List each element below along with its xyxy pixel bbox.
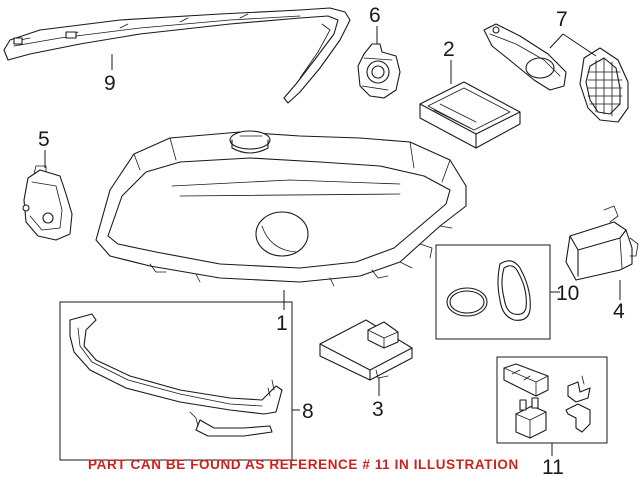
part-8-gasket — [69, 313, 283, 437]
part-notice: PART CAN BE FOUND AS REFERENCE # 11 IN I… — [88, 457, 519, 472]
part-11-small-parts — [503, 363, 591, 439]
callout-7: 7 — [556, 8, 568, 31]
callout-9: 9 — [104, 72, 116, 95]
callout-4: 4 — [613, 300, 625, 323]
callout-8: 8 — [302, 400, 314, 423]
callout-5: 5 — [38, 128, 50, 151]
callout-2: 2 — [443, 38, 455, 61]
part-10-seals — [446, 260, 531, 321]
box-8 — [59, 301, 293, 461]
callout-11: 11 — [542, 456, 564, 477]
callout-1: 1 — [276, 312, 288, 335]
part-5-bracket — [22, 165, 73, 241]
part-1-headlight — [95, 130, 467, 287]
callout-6: 6 — [369, 4, 381, 27]
part-6-socket — [357, 43, 401, 99]
part-9-trim-strip — [3, 7, 351, 104]
part-7-cover-grille — [483, 23, 629, 123]
callout-10: 10 — [556, 282, 579, 305]
part-4-side-module — [565, 205, 639, 281]
callout-3: 3 — [372, 398, 384, 421]
part-2-control-module — [419, 81, 521, 149]
leader-7 — [549, 33, 597, 57]
part-3-ballast — [319, 319, 413, 381]
